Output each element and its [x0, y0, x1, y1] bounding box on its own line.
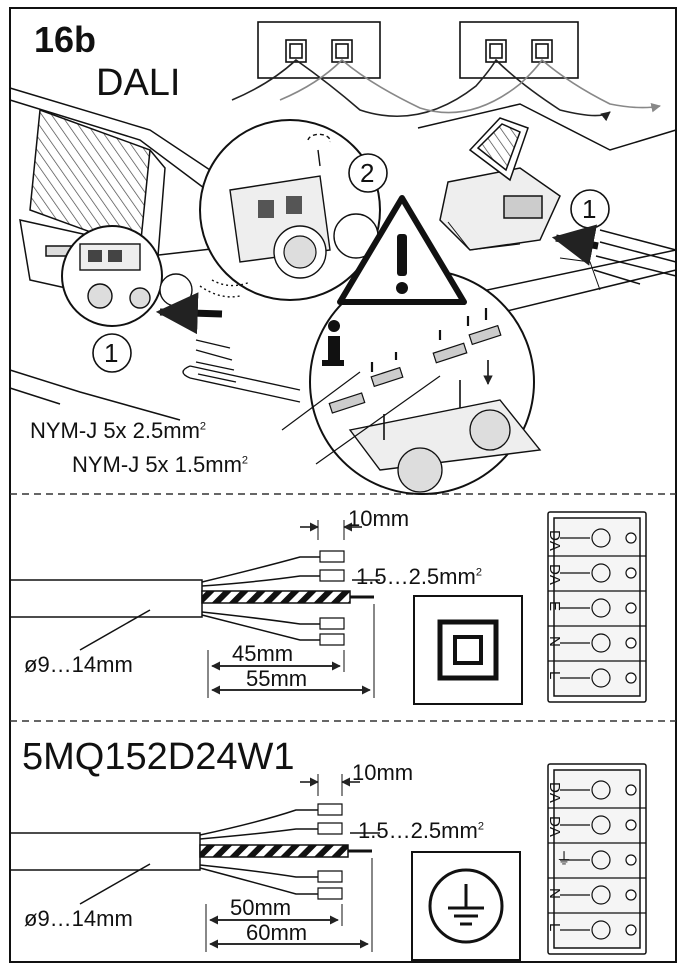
terminal-b-label-3: ⏚ — [556, 851, 573, 868]
diameter-a: ø9…14mm — [24, 652, 133, 677]
terminal-a-label-2: DA — [546, 564, 563, 585]
inner-length-b: 50mm — [230, 895, 292, 920]
cable-diagram-b — [10, 774, 380, 952]
insert-arrow-left — [155, 292, 223, 335]
cable-diagram-a — [10, 520, 380, 698]
center-detail-bubble — [199, 119, 381, 301]
warning-triangle-icon — [337, 195, 467, 305]
left-cable — [182, 279, 301, 403]
strip-length-a: 10mm — [348, 506, 410, 531]
luminaire-illustration — [9, 87, 677, 421]
terminal-b-label-4: N — [546, 888, 563, 899]
daisy-chain-schematic — [231, 21, 661, 122]
callout-circle-2 — [348, 153, 388, 193]
protective-earth-icon — [411, 851, 521, 961]
cable-spec-1: NYM-J 5x 2.5mm2 — [30, 418, 207, 443]
callout-1-right: 1 — [582, 194, 597, 224]
callout-2: 2 — [360, 158, 375, 188]
terminal-block-a — [547, 511, 647, 703]
strip-length-b: 10mm — [352, 760, 414, 785]
leader-cable-2 — [315, 375, 441, 465]
left-detail-bubble — [61, 225, 221, 327]
terminal-b-label-5: L — [546, 923, 563, 932]
outer-length-a: 55mm — [246, 666, 308, 691]
protection-class-2-icon — [413, 595, 523, 705]
terminal-a-label-4: N — [546, 636, 563, 647]
terminal-block-b — [547, 763, 647, 955]
terminal-b-label-1: DA — [546, 782, 563, 803]
leader-cable-1 — [281, 371, 361, 431]
screws-detail-bubble — [309, 269, 542, 495]
info-icon — [322, 320, 344, 366]
model-number: 5MQ152D24W1 — [22, 736, 295, 778]
outer-length-b: 60mm — [246, 920, 308, 945]
cross-section-b: 1.5…2.5mm2 — [358, 818, 484, 843]
callout-circle-1-left — [92, 333, 132, 373]
insert-arrow-right — [551, 224, 599, 266]
callout-1-left: 1 — [104, 338, 119, 368]
cable-spec-2: NYM-J 5x 1.5mm2 — [72, 452, 249, 477]
protocol-title: DALI — [96, 62, 181, 104]
terminal-a-label-5: L — [546, 671, 563, 680]
terminal-a-label-3: E — [546, 601, 563, 612]
terminal-a-label-1: DA — [546, 530, 563, 551]
outer-frame — [9, 7, 677, 963]
terminal-b-label-2: DA — [546, 816, 563, 837]
diameter-b: ø9…14mm — [24, 906, 133, 931]
cross-section-a: 1.5…2.5mm2 — [356, 564, 482, 589]
step-number: 16b — [34, 19, 97, 60]
inner-length-a: 45mm — [232, 641, 294, 666]
